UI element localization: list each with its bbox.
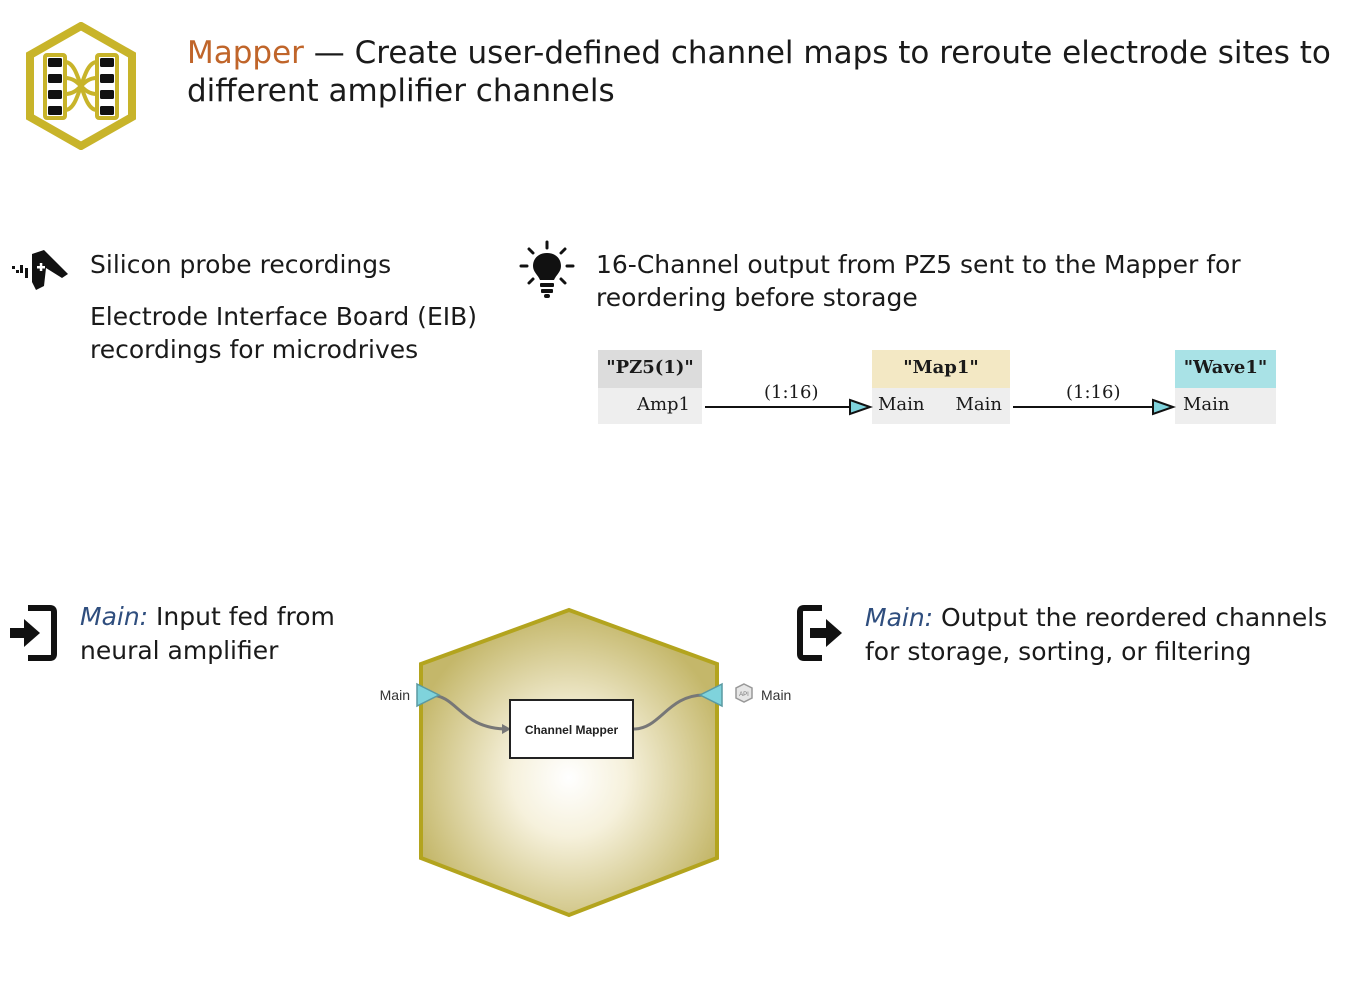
flow-node-header: "Wave1" [1175,350,1276,388]
tip-text: 16-Channel output from PZ5 sent to the M… [596,250,1241,312]
flow-diagram: "PZ5(1)" Amp1 "Map1" Main Main "Wave1" M… [598,350,1278,430]
input-icon [10,605,57,661]
flow-connections [705,398,1177,416]
gizmo-input-port [416,682,441,708]
flow-node-pz5: "PZ5(1)" Amp1 [598,350,702,424]
flow-connection-label: (1:16) [764,382,819,403]
output-description: Main: Output the reordered channels for … [865,601,1355,669]
api-badge-label: API [739,692,749,698]
input-text: Input fed from neural amplifier [80,602,335,665]
output-keyword: Main: [865,603,934,632]
channel-mapper-block [509,699,634,759]
flow-node-port-out: Main [955,394,1002,415]
flow-node-map1: "Map1" Main Main [872,350,1010,424]
use-case-eib: Electrode Interface Board (EIB) recordin… [90,302,478,364]
page-title: Mapper — Create user-defined channel map… [187,34,1337,110]
flow-node-port: Main [1175,388,1276,424]
output-text: Output the reordered channels for storag… [865,603,1328,666]
flow-node-wave1: "Wave1" Main [1175,350,1276,424]
gizmo-output-port [698,682,723,708]
probe-icon [12,250,68,290]
mapper-hex-icon [26,22,136,150]
gizmo-diagram: Channel Mapper Main API Main [380,607,791,918]
flow-node-port: Amp1 [598,388,702,424]
channel-mapper-label: Channel Mapper [525,723,619,737]
flow-node-header: "Map1" [872,350,1010,388]
input-description: Main: Input fed from neural amplifier [80,600,380,668]
title-description: Create user-defined channel maps to rero… [187,35,1331,109]
flow-connector-arrow [849,398,874,416]
lightbulb-icon [519,240,575,298]
gizmo-input-label: Main [380,687,410,703]
title-dash: — [303,35,355,71]
gizmo-output-wire [633,693,705,731]
flow-connector-arrow [1152,398,1177,416]
gizmo-output-label: Main [761,687,791,703]
flow-node-port-in: Main [878,394,925,415]
input-keyword: Main: [80,602,149,631]
gizmo-hexagon [419,607,719,918]
brand-name: Mapper [187,35,304,71]
flow-connection-label: (1:16) [1066,382,1121,403]
api-badge-icon [735,683,753,703]
use-case-silicon: Silicon probe recordings [90,250,392,279]
output-icon [797,605,842,661]
flow-node-ports: Main Main [872,388,1010,424]
flow-node-header: "PZ5(1)" [598,350,702,388]
